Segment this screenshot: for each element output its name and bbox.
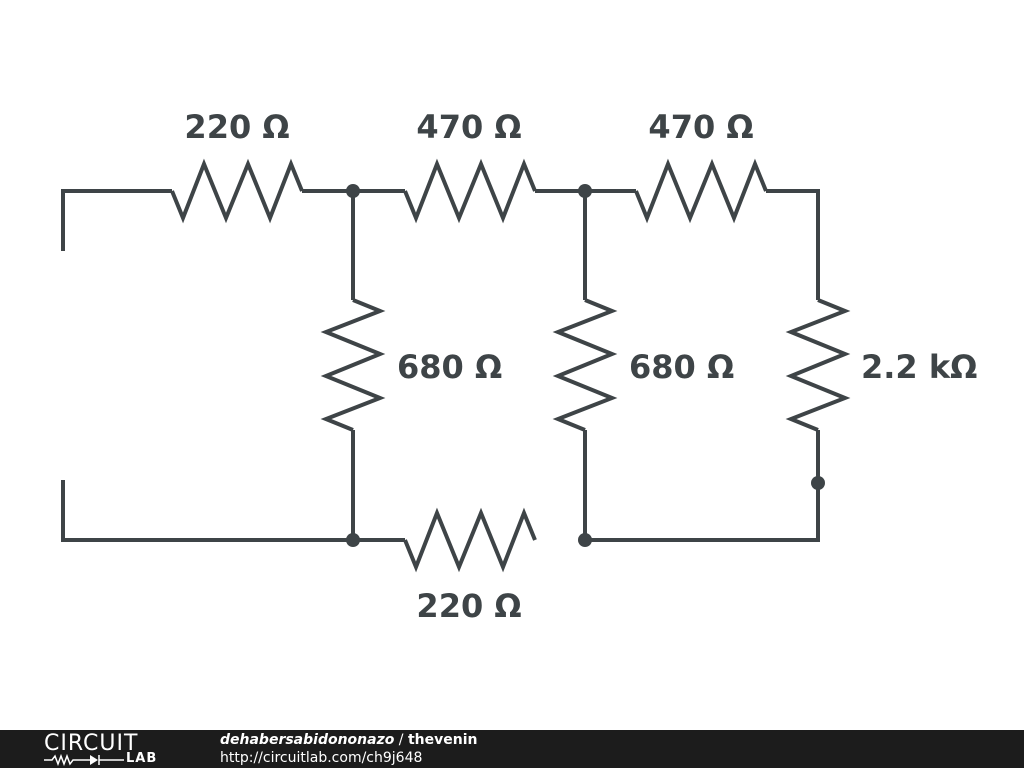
junction-node [811,476,825,490]
resistor-mid-680a-symbol[interactable] [320,298,386,432]
resistor-mid-680b-symbol[interactable] [552,298,618,432]
label-r-mid1: 680 Ω [397,348,502,386]
label-r-mid2: 680 Ω [629,348,734,386]
logo-text-circuit: CIRCUIT [44,731,139,756]
footer-bar: CIRCUIT LAB dehabersabidononazo / theven… [0,730,1024,768]
junction-node [346,184,360,198]
author-username-link[interactable]: dehabersabidononazo [220,732,395,748]
wires [61,189,820,542]
resistor-top-220-symbol[interactable] [170,158,304,224]
label-r-top2: 470 Ω [416,108,521,146]
resistor-diode-logo-icon [44,754,124,766]
project-name-link[interactable]: thevenin [407,732,478,748]
resistor-bottom-220-symbol[interactable] [403,507,537,573]
label-r-bottom: 220 Ω [416,587,521,625]
resistor-top-470b-symbol[interactable] [634,158,768,224]
junctions [346,184,825,547]
junction-node [578,184,592,198]
circuitlab-logo[interactable]: CIRCUIT LAB [44,732,176,768]
resistor-top-470a-symbol[interactable] [403,158,537,224]
wire-left-top-terminal [61,189,172,251]
label-r-right: 2.2 kΩ [861,348,977,386]
circuit-schematic: 220 Ω 470 Ω 470 Ω 680 Ω 680 Ω 2.2 kΩ 220… [61,108,977,625]
credit-separator: / [394,732,408,748]
logo-text-lab: LAB [126,751,158,766]
resistor-right-2k2-symbol[interactable] [785,298,851,432]
label-r-top1: 220 Ω [184,108,289,146]
circuit-url-link[interactable]: http://circuitlab.com/ch9j648 [220,750,423,766]
junction-node [578,533,592,547]
junction-node [346,533,360,547]
author-credit: dehabersabidononazo / thevenin [220,731,478,749]
wire-top-right [766,189,820,300]
wire-right-bottom [585,430,820,542]
wire-bottom-left [61,480,405,542]
label-r-top3: 470 Ω [648,108,753,146]
